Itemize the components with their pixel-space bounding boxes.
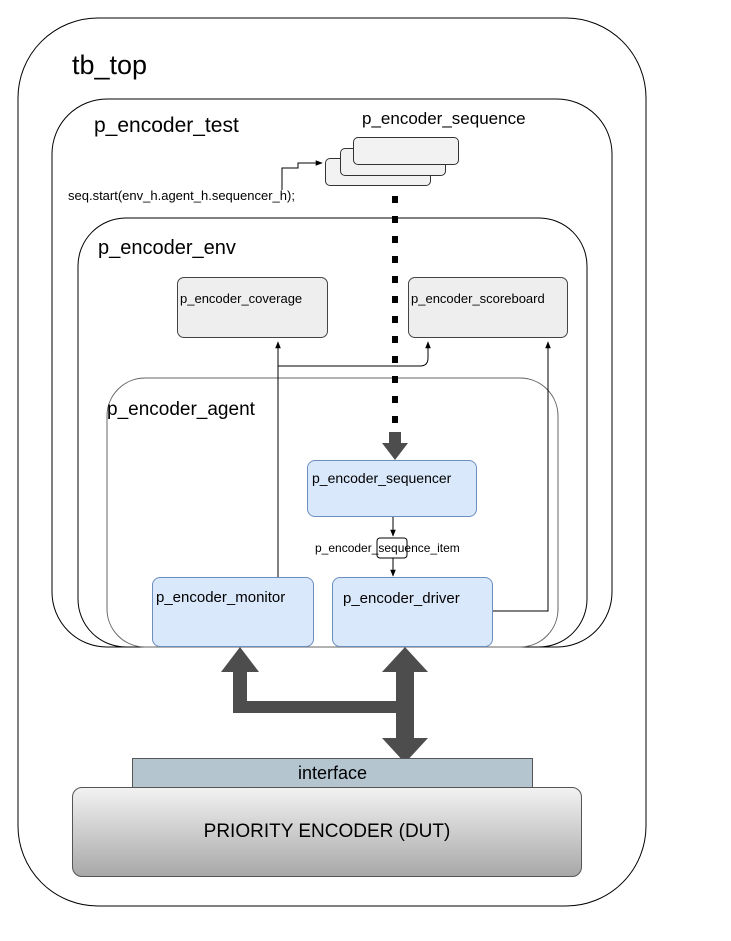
tb-top-title: tb_top: [72, 50, 148, 80]
interface-label: interface: [297, 763, 368, 783]
sequencer-label: p_encoder_sequencer: [312, 470, 452, 486]
seq-start-connector: [281, 160, 323, 190]
driver-to-scoreboard-line: [493, 341, 551, 612]
env-title: p_encoder_env: [98, 237, 236, 259]
coverage-label: p_encoder_coverage: [180, 291, 303, 306]
dut-block[interactable]: PRIORITY ENCODER (DUT): [72, 787, 582, 877]
sequence-item-label: p_encoder_sequence_item: [315, 541, 460, 555]
interface-bus-arrow: [221, 647, 428, 763]
monitor-component[interactable]: p_encoder_monitor: [152, 577, 314, 647]
agent-title: p_encoder_agent: [107, 399, 255, 420]
test-title: p_encoder_test: [94, 114, 239, 137]
sequence-card-front: [353, 137, 459, 165]
dut-label: PRIORITY ENCODER (DUT): [203, 821, 451, 842]
scoreboard-component[interactable]: p_encoder_scoreboard: [408, 277, 568, 338]
sequencer-entry-arrow: [382, 432, 408, 460]
monitor-label: p_encoder_monitor: [156, 589, 286, 606]
tb-top-container: [17, 17, 647, 907]
sequence-title: p_encoder_sequence: [362, 109, 526, 128]
seq-start-label: seq.start(env_h.agent_h.sequencer_h);: [68, 188, 295, 203]
sequence-item-token: [376, 537, 408, 559]
scoreboard-label: p_encoder_scoreboard: [411, 291, 545, 306]
coverage-component[interactable]: p_encoder_coverage: [177, 277, 328, 338]
driver-component[interactable]: p_encoder_driver: [332, 577, 493, 647]
monitor-to-scoreboard-line: [278, 341, 431, 367]
interface-block[interactable]: interface: [132, 758, 533, 788]
driver-label: p_encoder_driver: [343, 590, 460, 607]
sequencer-component[interactable]: p_encoder_sequencer: [307, 460, 477, 517]
